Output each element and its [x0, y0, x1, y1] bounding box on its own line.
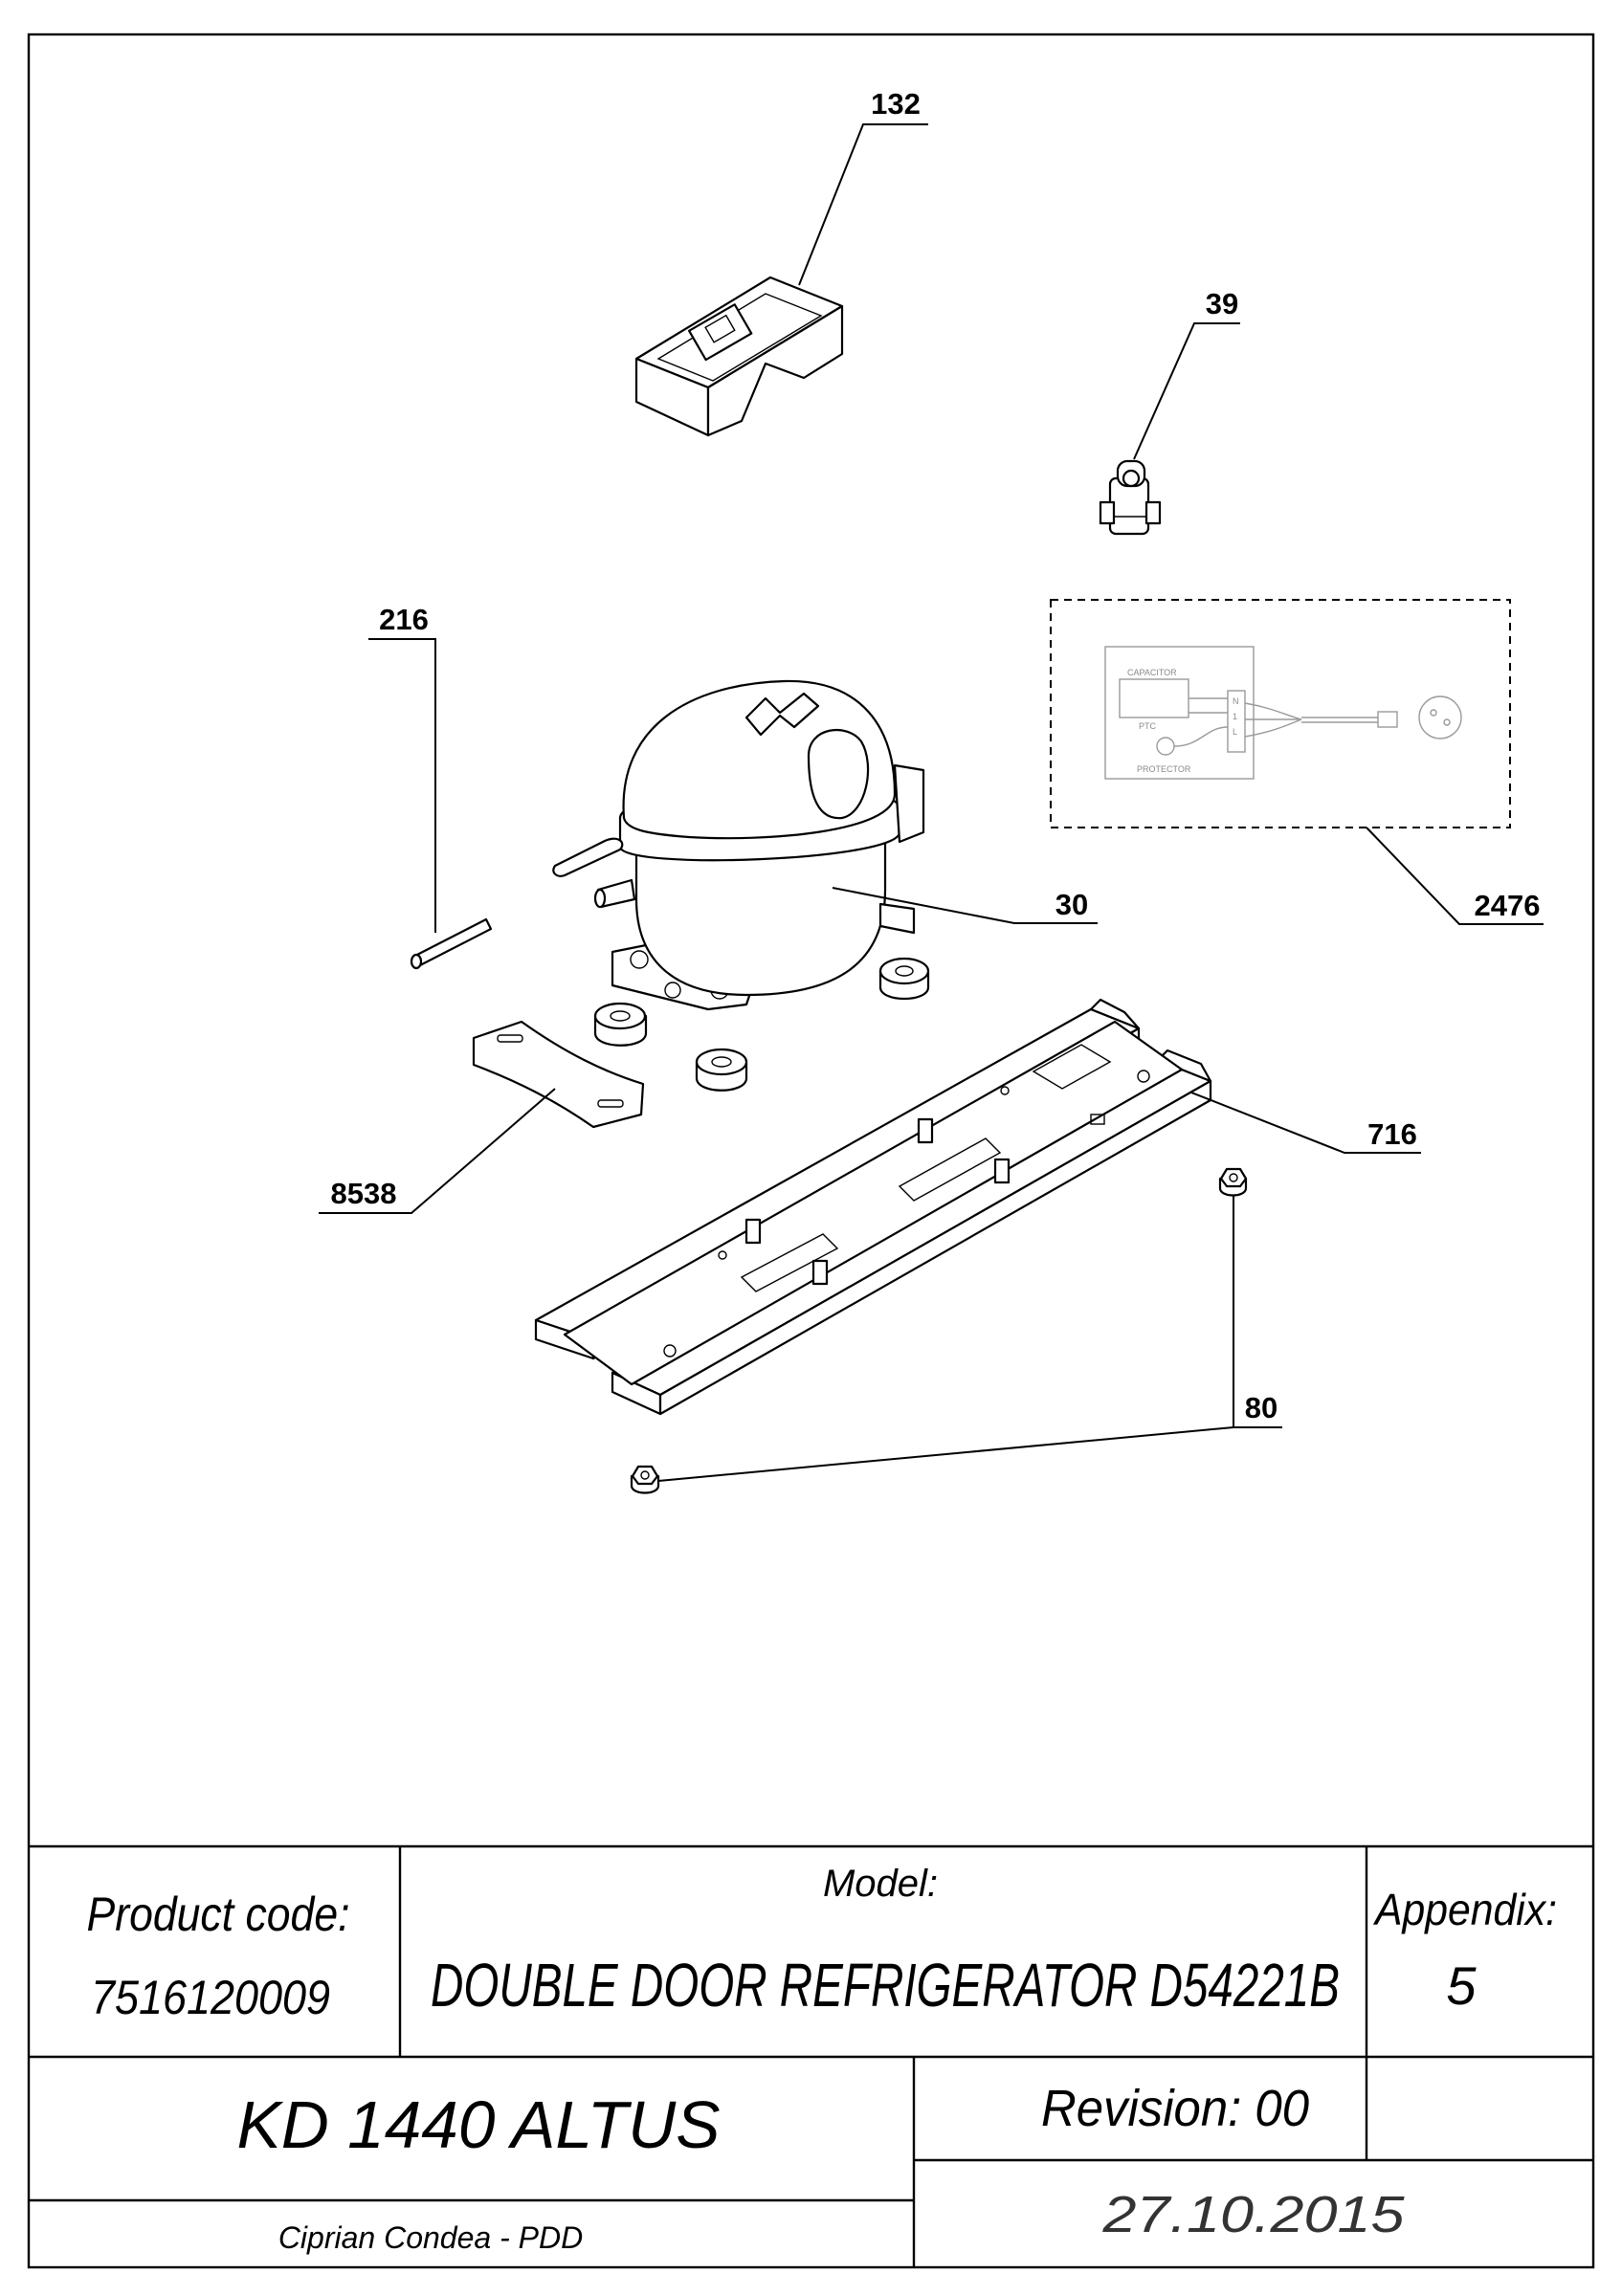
date: 27.10.2015 [1101, 2186, 1405, 2243]
part-39-ptc-relay [1099, 459, 1162, 536]
schematic-terminal-n: N [1233, 696, 1239, 706]
leader-80 [657, 1196, 1282, 1482]
drawing-frame [27, 33, 1595, 2269]
leader-132 [798, 123, 928, 286]
callout-2476: 2476 [1475, 889, 1541, 922]
part-216-pin [410, 917, 493, 970]
schematic-capacitor-label: CAPACITOR [1127, 668, 1177, 677]
appendix-value: 5 [1446, 1955, 1477, 2016]
callout-216: 216 [379, 603, 429, 636]
callout-80: 80 [1245, 1391, 1278, 1424]
author: Ciprian Condea - PDD [278, 2220, 583, 2255]
leader-39 [1133, 322, 1240, 460]
model-label: Model: [823, 1863, 938, 1905]
leader-8538 [319, 1088, 556, 1214]
product-code-label: Product code: [87, 1888, 350, 1941]
part-8538-strip [472, 1020, 645, 1129]
callout-8538: 8538 [331, 1177, 397, 1210]
leader-716 [1190, 1092, 1421, 1154]
title-block: Product code: 7516120009 Model: DOUBLE D… [29, 1844, 1593, 2267]
model-value: DOUBLE DOOR REFRIGERATOR D54221B [431, 1951, 1340, 2020]
harness-dashed-box [1050, 599, 1511, 828]
revision: Revision: 00 [1041, 2080, 1309, 2137]
callout-716: 716 [1367, 1117, 1417, 1151]
schematic-terminal-l: L [1233, 727, 1237, 737]
part-rubber-grommets [593, 957, 930, 1092]
part-30-compressor [552, 679, 925, 1011]
product-code-value: 7516120009 [91, 1971, 330, 2024]
leader-2476 [1366, 827, 1544, 925]
schematic-terminal-1: 1 [1233, 712, 1237, 721]
appendix-label: Appendix: [1372, 1885, 1557, 1934]
callout-132: 132 [871, 87, 921, 121]
drawing-name: KD 1440 ALTUS [237, 2087, 721, 2162]
leader-216 [368, 638, 436, 933]
part-132-relay-cover [634, 276, 844, 437]
leader-30 [832, 887, 1098, 924]
schematic-ptc-label: PTC [1139, 721, 1157, 731]
part-2476-wiring-harness: CAPACITOR PTC PROTECTOR N 1 L [1050, 599, 1511, 828]
callout-30: 30 [1055, 888, 1088, 921]
part-80-nuts [630, 1167, 1248, 1494]
callout-39: 39 [1206, 287, 1238, 320]
part-716-base-rails [534, 998, 1212, 1416]
schematic-protector-label: PROTECTOR [1137, 764, 1191, 774]
